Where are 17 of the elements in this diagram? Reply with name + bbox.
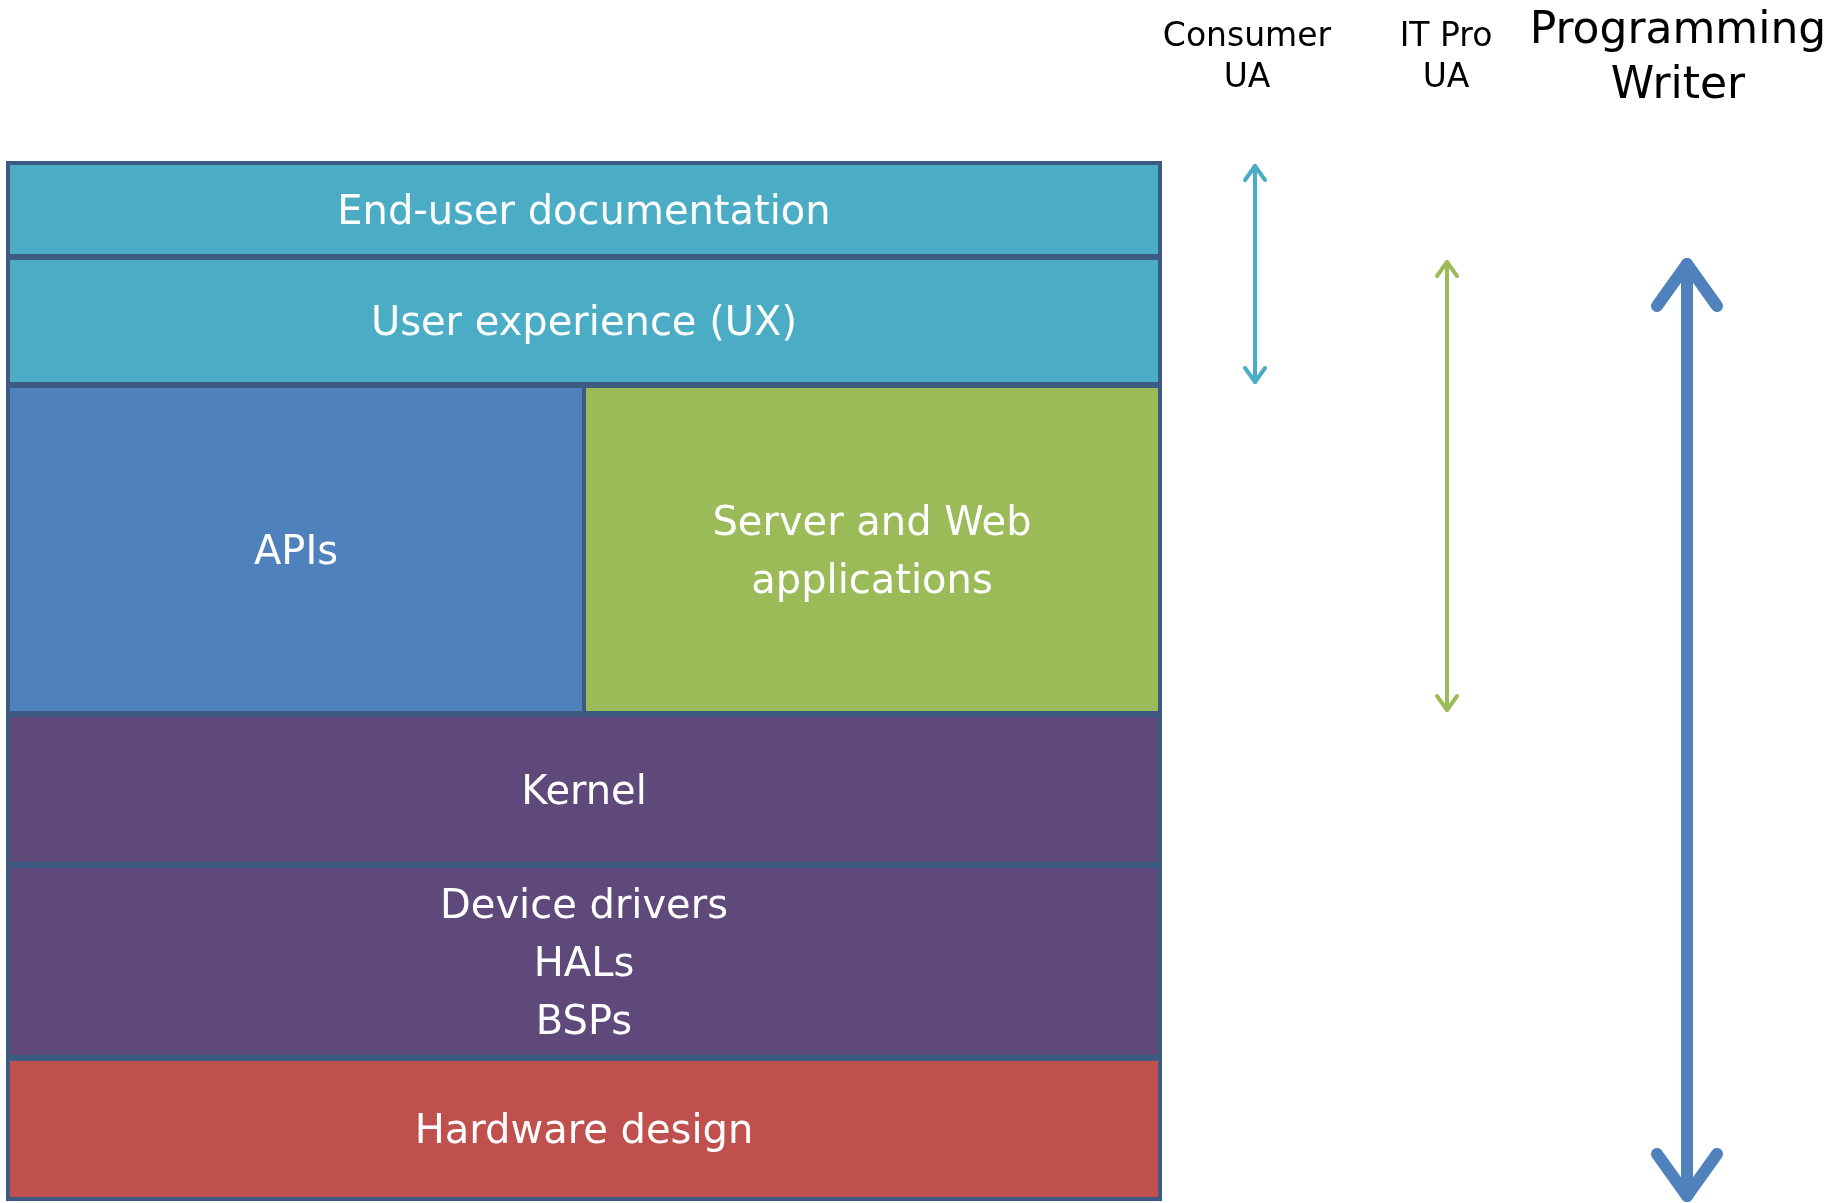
box-label: End-user documentation — [337, 185, 831, 235]
box-label: HALs — [533, 937, 635, 987]
text-band — [6, 256, 1162, 386]
box-label: Server and Web applications — [711, 496, 1033, 604]
box-label: BSPs — [535, 995, 633, 1045]
text-band — [6, 1057, 1162, 1201]
box-label: APIs — [253, 525, 339, 575]
text-band — [6, 161, 1162, 258]
box-label: Device drivers — [440, 879, 728, 929]
box-label: Hardware design — [414, 1105, 754, 1154]
column-heading: Consumer UA — [1161, 14, 1333, 97]
text-band — [6, 864, 1162, 1059]
text-band — [6, 713, 1162, 866]
column-heading: Programming Writer — [1528, 1, 1826, 110]
column-heading: IT Pro UA — [1398, 14, 1494, 97]
box-label: User experience (UX) — [370, 297, 798, 346]
box-label: Kernel — [521, 765, 647, 815]
